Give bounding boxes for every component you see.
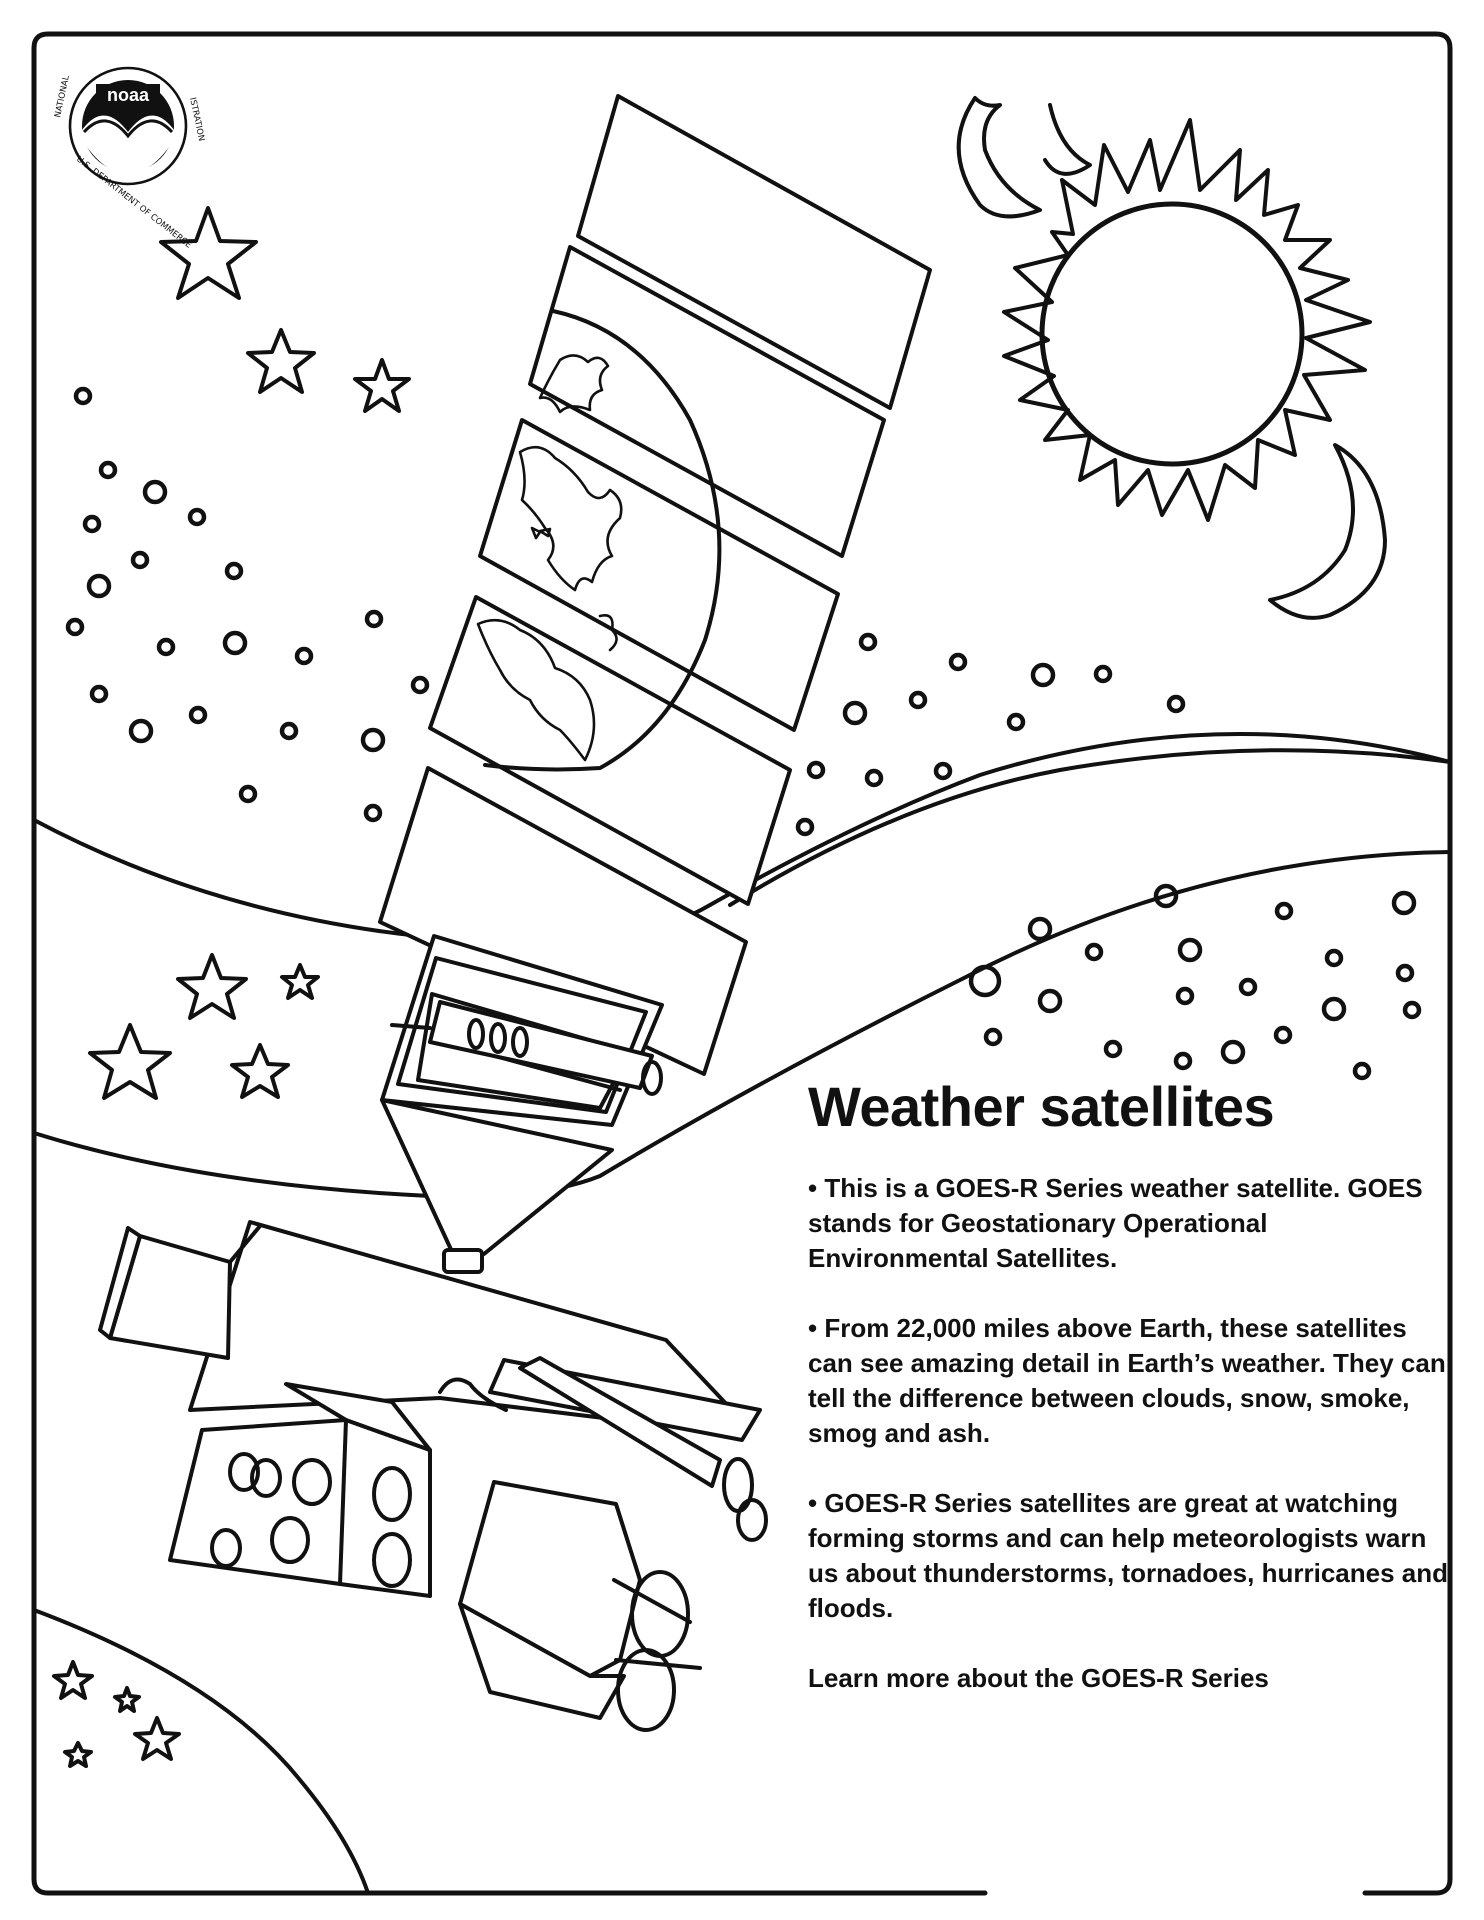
learn-more-text: Learn more about the GOES-R Series	[808, 1662, 1269, 1693]
bullet-storm-warning: • GOES-R Series satellites are great at …	[808, 1487, 1448, 1623]
svg-text:ISTRATION: ISTRATION	[187, 97, 206, 143]
horizon-band-upper-2	[730, 750, 1450, 905]
foreground-planet-edge	[34, 1610, 368, 1893]
sun-icon	[959, 98, 1385, 618]
svg-text:noaa: noaa	[107, 85, 150, 105]
space-dots	[68, 389, 1419, 1078]
star-icon	[54, 208, 409, 1766]
horizon-band-lower	[34, 852, 1450, 1197]
horizon-band-upper	[34, 734, 1450, 943]
earth-globe	[478, 311, 719, 769]
bullet-satellite-detail: • From 22,000 miles above Earth, these s…	[808, 1312, 1446, 1448]
page-title: Weather satellites	[808, 1075, 1275, 1138]
satellite-body	[100, 936, 766, 1730]
solar-array	[380, 96, 930, 1074]
page-frame	[34, 34, 1450, 1893]
noaa-logo-icon: noaa NATIONAL ISTRATION U.S. DEPARTMENT …	[53, 68, 206, 251]
bullet-goes-definition: • This is a GOES-R Series weather satell…	[808, 1172, 1423, 1273]
info-text-panel: Weather satellites • This is a GOES-R Se…	[808, 1075, 1448, 1696]
svg-text:NATIONAL: NATIONAL	[53, 74, 72, 118]
